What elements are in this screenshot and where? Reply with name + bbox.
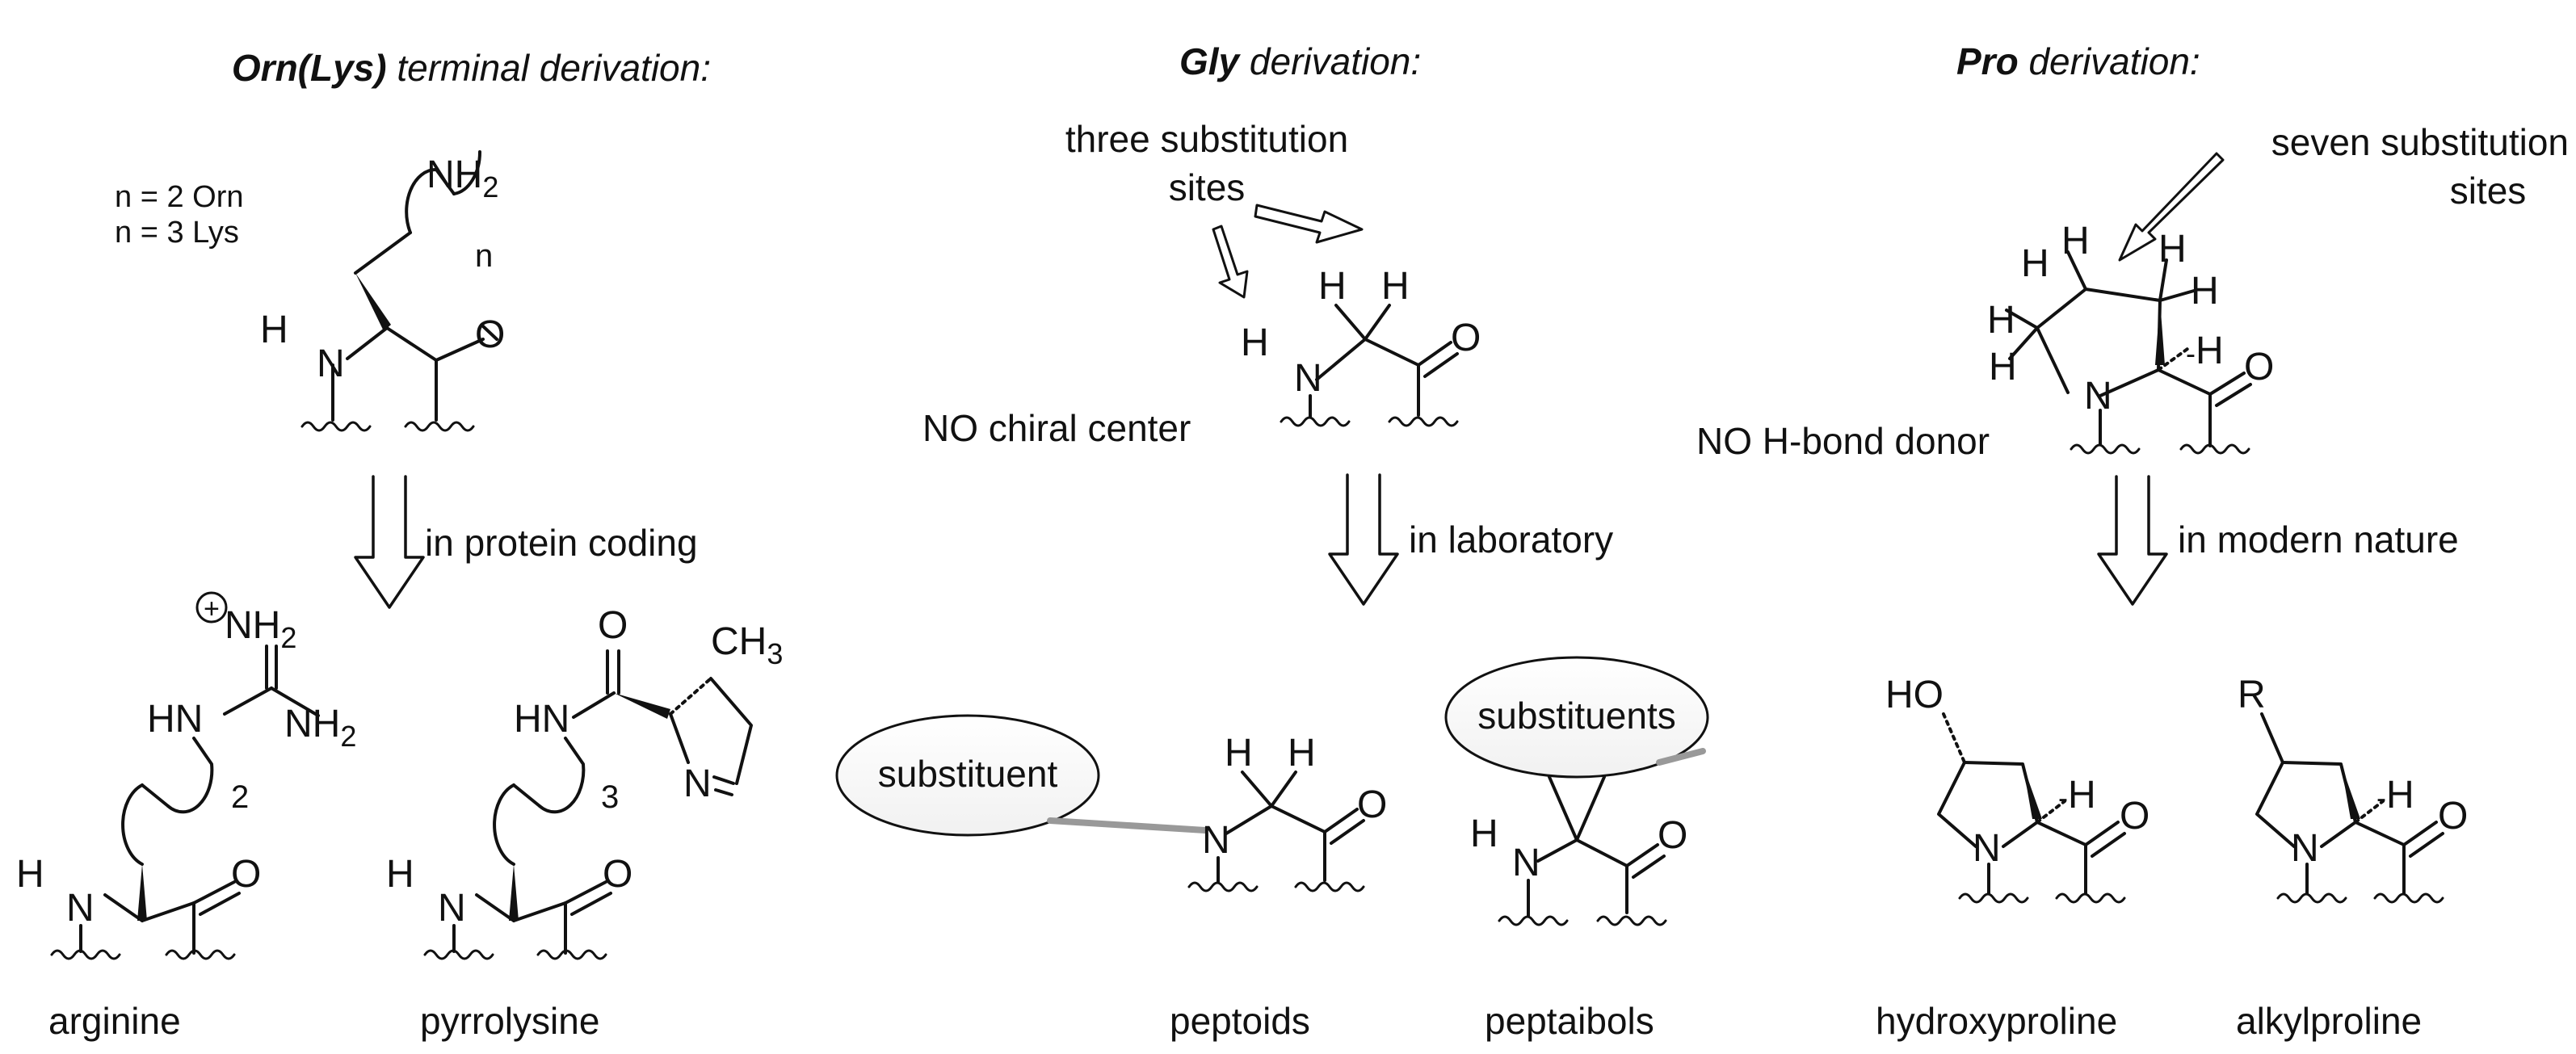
atom-h-pyl: H xyxy=(386,853,414,896)
atom-3-subscript: 3 xyxy=(601,779,619,815)
hydroxyproline-structure: HO -H N O xyxy=(1885,674,2149,904)
n-lys-label: n = 3 Lys xyxy=(115,216,239,250)
atom-o: O xyxy=(475,313,505,356)
svg-text:+: + xyxy=(204,594,220,624)
atom-n-pep: N xyxy=(1202,819,1230,862)
atom-n-pyl-ring: N xyxy=(683,762,712,805)
pro-process-label: in modern nature xyxy=(2178,519,2459,561)
gly-callout-arrow-down xyxy=(1212,225,1249,299)
atom-ho-hyp: HO xyxy=(1885,674,1944,716)
atom-o-pyl: O xyxy=(598,604,628,647)
orn-lys-process-label: in protein coding xyxy=(425,522,698,564)
product-pyrrolysine: pyrrolysine xyxy=(420,1000,599,1042)
product-peptaibols: peptaibols xyxy=(1485,1000,1654,1042)
atom-o-pep: O xyxy=(1357,783,1387,826)
atom-o-pyl-2: O xyxy=(603,853,632,896)
pro-arrow xyxy=(2097,475,2168,606)
substituent-bubble xyxy=(835,714,1100,837)
pro-callout-line1: seven substitution xyxy=(2271,121,2569,163)
atom-2-subscript: 2 xyxy=(231,779,249,815)
atom-h-pro-4: H xyxy=(1989,346,2017,388)
product-hydroxyproline: hydroxyproline xyxy=(1876,1000,2117,1042)
atom-h-hyp: -H xyxy=(2058,774,2096,817)
peptoid-structure: substituent H H N O xyxy=(835,714,1387,892)
orn-lys-structure: NH2 n H N O xyxy=(260,150,505,432)
atom-r: R xyxy=(2238,674,2266,716)
product-arginine: arginine xyxy=(48,1000,181,1042)
atom-nh2-b: NH2 xyxy=(284,703,356,753)
atom-o-arg: O xyxy=(231,853,261,896)
atom-o-gly: O xyxy=(1451,317,1481,359)
atom-ch3: CH3 xyxy=(711,620,783,670)
peptaibol-structure: substituents H N O xyxy=(1444,656,1709,926)
atom-n-gly: N xyxy=(1294,357,1322,400)
orn-lys-section: Orn(Lys) terminal derivation: n = 2 Orn … xyxy=(16,47,783,1042)
gly-process-label: in laboratory xyxy=(1409,519,1613,561)
alkylproline-structure: R -H N O xyxy=(2238,674,2468,904)
atom-nh2-plus: NH2 xyxy=(225,604,296,654)
pro-callout-arrow xyxy=(2118,152,2225,262)
gly-heading: Gly derivation: xyxy=(1179,40,1421,82)
orn-lys-arrow xyxy=(354,475,425,609)
pro-note: NO H-bond donor xyxy=(1696,420,1990,462)
substituents-bubble xyxy=(1444,656,1709,779)
gly-callout-line2: sites xyxy=(1169,166,1246,208)
arginine-structure: + NH2 HN NH2 2 H N O xyxy=(16,591,356,960)
atom-h-pro-2: H xyxy=(2061,220,2090,262)
atom-h-gly-1: H xyxy=(1318,265,1347,308)
product-alkylproline: alkylproline xyxy=(2236,1000,2422,1042)
substituent-label: substituent xyxy=(878,753,1058,795)
atom-hn: HN xyxy=(147,698,203,741)
product-peptoids: peptoids xyxy=(1170,1000,1310,1042)
pyrrolysine-structure: O CH3 N HN 3 H N O xyxy=(386,604,783,960)
n-orn-label: n = 2 Orn xyxy=(115,180,243,214)
atom-nh2: NH2 xyxy=(427,153,498,204)
atom-h-pro-7: -H xyxy=(2186,330,2224,372)
atom-n: N xyxy=(317,342,345,385)
atom-n-alk: N xyxy=(2291,827,2319,870)
atom-h-pep-2: H xyxy=(1288,732,1316,775)
atom-h-pro-6: H xyxy=(2191,270,2219,313)
atom-o-alk: O xyxy=(2438,795,2468,838)
gly-callout-arrow-right xyxy=(1254,204,1364,244)
substituents-label: substituents xyxy=(1477,695,1675,737)
pro-callout-line2: sites xyxy=(2450,170,2527,212)
atom-h-alk: -H xyxy=(2376,774,2414,817)
atom-o-pai: O xyxy=(1658,814,1687,857)
atom-n-pyl: N xyxy=(438,887,466,930)
atom-h-pep-1: H xyxy=(1225,732,1253,775)
atom-o-pro: O xyxy=(2244,346,2274,388)
atom-h-pai: H xyxy=(1470,813,1498,855)
gly-note: NO chiral center xyxy=(922,407,1191,449)
atom-h-gly-2: H xyxy=(1381,265,1410,308)
pro-section: Pro derivation: seven substitution sites… xyxy=(1696,40,2569,1042)
atom-o-hyp: O xyxy=(2120,795,2149,838)
atom-h-gly-3: H xyxy=(1241,321,1269,364)
atom-n-subscript: n xyxy=(475,238,493,274)
atom-n-arg: N xyxy=(66,887,95,930)
atom-h-pro-5: H xyxy=(2158,228,2187,271)
atom-h-arg: H xyxy=(16,853,44,896)
atom-n-pro: N xyxy=(2084,375,2112,418)
proline-structure: H H H H H H -H N O xyxy=(1987,220,2274,455)
gly-section: Gly derivation: three substitution sites… xyxy=(835,40,1709,1042)
atom-n-hyp: N xyxy=(1973,827,2001,870)
atom-hn-pyl: HN xyxy=(514,698,569,741)
atom-h-pro-1: H xyxy=(2021,242,2049,285)
atom-h-pro-3: H xyxy=(1987,299,2015,342)
pro-heading: Pro derivation: xyxy=(1956,40,2200,82)
atom-h: H xyxy=(260,309,288,351)
atom-n-pai: N xyxy=(1512,842,1540,884)
orn-lys-heading: Orn(Lys) terminal derivation: xyxy=(232,47,711,89)
gly-structure: H H H N O xyxy=(1241,265,1481,427)
gly-callout-line1: three substitution xyxy=(1065,118,1348,160)
gly-arrow xyxy=(1328,473,1399,606)
